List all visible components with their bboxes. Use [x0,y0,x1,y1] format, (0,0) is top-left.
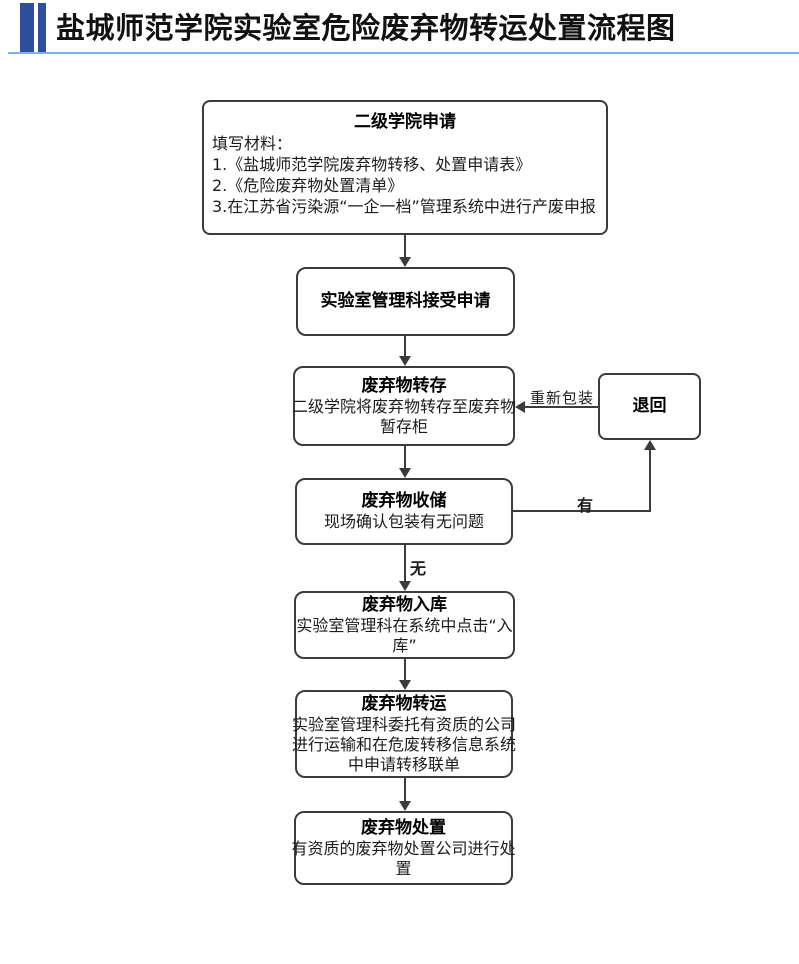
box-line: 填写材料： [212,134,293,153]
flow-box-waste-transport: 废弃物转运 实验室管理科委托有资质的公司 进行运输和在危废转移信息系统 中申请转… [292,690,517,778]
box-line: 二级学院将废弃物转存至废弃物 [292,396,517,416]
flow-box-return: 退回 [598,373,701,440]
box-title: 实验室管理科接受申请 [320,291,491,311]
box-line: 3.在江苏省污染源“一企一档”管理系统中进行产废申报 [212,197,596,216]
box-line: 中申请转移联单 [347,754,460,774]
flow-box-college-application: 二级学院申请 填写材料： 1.《盐城师范学院废弃物转移、处置申请表》 2.《危险… [202,100,608,235]
connector-line [404,545,406,583]
box-title: 退回 [632,396,667,416]
arrow-left-icon [515,401,525,413]
connector-line [404,659,406,682]
box-line: 实验室管理科在系统中点击“入 [296,615,513,635]
flow-box-accept-application: 实验室管理科接受申请 [296,267,515,336]
arrow-down-icon [399,680,411,690]
box-title: 二级学院申请 [354,112,456,132]
box-line: 1.《盐城师范学院废弃物转移、处置申请表》 [212,155,532,174]
box-line: 置 [395,858,412,878]
header-accent-bar-wide [20,3,34,52]
flow-box-waste-disposal: 废弃物处置 有资质的废弃物处置公司进行处 置 [291,811,516,885]
connector-line [649,449,651,511]
branch-label-yes: 有 [577,496,594,515]
flow-box-waste-warehousing: 废弃物入库 实验室管理科在系统中点击“入 库” [294,591,515,659]
box-line: 库” [392,635,417,655]
box-title: 废弃物转运 [361,693,447,714]
box-line: 有资质的废弃物处置公司进行处 [291,838,516,858]
arrow-up-icon [644,440,656,450]
box-title: 废弃物转存 [361,375,447,396]
flow-box-waste-transfer-storage: 废弃物转存 二级学院将废弃物转存至废弃物 暂存柜 [292,366,517,446]
connector-line [404,235,406,258]
branch-label-no: 无 [410,559,427,578]
arrow-down-icon [399,257,411,267]
box-title: 废弃物入库 [362,594,447,615]
header-rule [8,52,799,54]
box-line: 暂存柜 [379,416,428,436]
connector-line [513,510,651,512]
connector-line [404,446,406,469]
box-line: 现场确认包装有无问题 [323,512,484,531]
box-line: 2.《危险废弃物处置清单》 [212,176,404,195]
arrow-down-icon [399,468,411,478]
arrow-down-icon [399,581,411,591]
branch-label-repack: 重新包装 [529,389,594,407]
flow-box-waste-collection: 废弃物收储 现场确认包装有无问题 [295,478,513,545]
box-title: 废弃物收储 [361,491,447,511]
connector-line [404,778,406,803]
arrow-down-icon [399,801,411,811]
box-line: 实验室管理科委托有资质的公司 [292,714,517,734]
page-title: 盐城师范学院实验室危险废弃物转运处置流程图 [56,11,676,45]
box-title: 废弃物处置 [361,817,446,838]
connector-line [404,336,406,357]
box-line: 进行运输和在危废转移信息系统 [292,734,517,754]
arrow-down-icon [399,356,411,366]
header-accent-bar-narrow [38,3,46,52]
connector-line [525,406,598,408]
